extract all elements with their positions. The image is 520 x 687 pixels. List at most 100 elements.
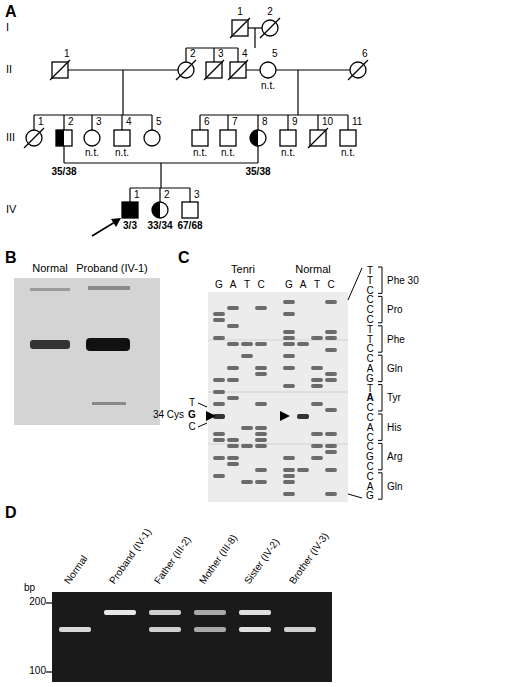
panel-letter: A [5, 4, 17, 20]
sequence-band [255, 480, 267, 484]
sequence-band [255, 438, 267, 442]
sequence-base: G [366, 491, 374, 501]
sequence-band [255, 468, 267, 472]
sequence-band [241, 480, 253, 484]
pedigree-line [254, 28, 255, 48]
pedigree-line [159, 188, 160, 202]
proband-arrowhead [111, 218, 121, 227]
sequence-base: A [367, 482, 374, 492]
blot-band [88, 286, 130, 290]
deceased-slash [230, 18, 250, 38]
pedigree-line [257, 115, 258, 130]
codon-bracket [378, 355, 382, 381]
sequence-band [213, 312, 225, 316]
sequence-band [241, 342, 253, 346]
pedigree-line [189, 188, 190, 202]
deceased-slash [308, 128, 328, 148]
sequence-band [227, 438, 239, 442]
sequence-base: C [366, 413, 373, 423]
sequence-base: G [366, 374, 374, 384]
female-symbol [144, 130, 160, 146]
sequence-band [255, 432, 267, 436]
sequence-base: G [366, 452, 374, 462]
sequence-band [283, 480, 295, 484]
codon-bracket [378, 414, 382, 440]
lane-label: Normal [295, 264, 330, 275]
sequence-base: C [366, 462, 373, 472]
blot-background [14, 278, 160, 425]
blot-band [92, 402, 126, 405]
not-tested-note: n.t. [261, 81, 275, 91]
male-symbol [192, 130, 208, 146]
sequence-base: T [367, 325, 373, 335]
amino-acid-label: His [387, 423, 401, 433]
sequence-band [297, 414, 309, 419]
sequence-base: C [366, 433, 373, 443]
sequence-band [283, 468, 295, 472]
individual-number: 6 [204, 117, 210, 127]
sequence-band [255, 306, 267, 310]
male-symbol [114, 130, 130, 146]
panel-letter: D [5, 505, 17, 521]
individual-number: 1 [64, 49, 70, 59]
generation-label: IV [6, 204, 16, 215]
sequence-band [241, 444, 253, 448]
individual-number: 10 [322, 117, 333, 127]
individual-number: 5 [156, 117, 162, 127]
deceased-slash [260, 18, 280, 38]
female-symbol [84, 130, 100, 146]
sequence-band [227, 396, 239, 400]
sequence-base: T [367, 276, 373, 286]
sequence-band [325, 432, 337, 436]
pedigree-line [34, 114, 152, 115]
male-symbol [122, 202, 138, 218]
lane-label: Proband (IV-1) [76, 263, 148, 274]
sequence-band [311, 384, 323, 388]
sequence-band [283, 330, 295, 334]
sequence-band [213, 474, 225, 478]
individual-number: 1 [38, 117, 44, 127]
individual-number: 6 [362, 49, 368, 59]
blot-band [30, 288, 70, 291]
pedigree-line [121, 115, 122, 130]
male-symbol [280, 130, 296, 146]
proband-arrow [92, 222, 115, 236]
sequence-band [213, 402, 225, 406]
individual-number: 9 [292, 117, 298, 127]
sequence-band [283, 456, 295, 460]
individual-number: 4 [242, 49, 248, 59]
individual-number: 2 [190, 49, 196, 59]
female-symbol [250, 130, 266, 146]
pedigree-line [185, 48, 186, 62]
sequence-band [213, 390, 225, 394]
sequence-band [255, 426, 267, 430]
amino-acid-label: Arg [387, 452, 403, 462]
pedigree-line [287, 115, 288, 130]
pedigree-line [213, 48, 214, 62]
blot-band [86, 338, 130, 351]
sequence-band [325, 450, 337, 454]
individual-number: 2 [164, 190, 170, 200]
gel-band [104, 610, 136, 615]
mutation-arrow [280, 411, 290, 421]
genotype: 35/38 [51, 167, 76, 177]
sequence-band [213, 378, 225, 382]
codon-label: 34 Cys [153, 410, 184, 420]
carrier-fill [56, 130, 64, 146]
deceased-slash [24, 128, 44, 148]
sequence-band [227, 378, 239, 382]
autoradiograph [208, 292, 348, 502]
not-tested-note: n.t. [193, 148, 207, 158]
sequence-band [213, 318, 225, 322]
sequence-base: T [367, 335, 373, 345]
mutation-arrow [206, 411, 216, 421]
pedigree-line [63, 146, 64, 163]
sequence-band [325, 492, 337, 496]
pedigree-line [200, 114, 348, 115]
sequence-band [283, 300, 295, 304]
male-symbol [340, 130, 356, 146]
amino-acid-label: Gln [387, 482, 403, 492]
pedigree-line [199, 115, 200, 130]
male-symbol [220, 130, 236, 146]
